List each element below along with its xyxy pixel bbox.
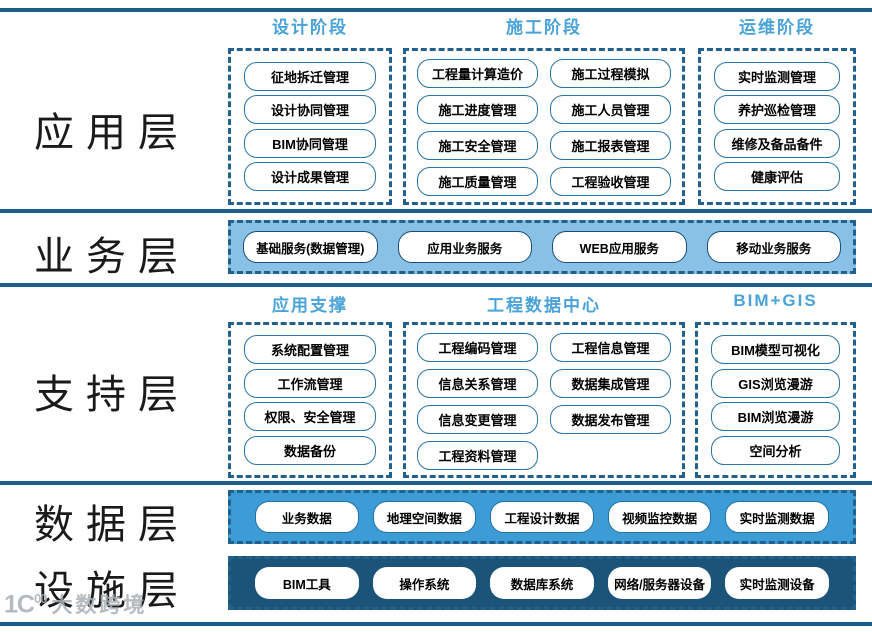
separator-line-top xyxy=(0,8,872,12)
module-box: 设计成果管理 xyxy=(244,162,376,192)
service-box: 移动业务服务 xyxy=(706,231,841,263)
watermark-logo-icon: 1C00 xyxy=(4,590,47,619)
group-bim-gis: BIM模型可视化 GIS浏览漫游 BIM浏览漫游 空间分析 xyxy=(695,322,856,478)
data-box: 业务数据 xyxy=(255,501,359,533)
layer-label-data: 数据层 xyxy=(34,502,190,547)
header-app-support: 应用支撑 xyxy=(272,296,348,315)
group-data-center: 工程编码管理 工程信息管理 信息关系管理 数据集成管理 信息变更管理 数据发布管… xyxy=(403,322,685,478)
module-box: 施工人员管理 xyxy=(550,95,671,124)
layer-label-support: 支持层 xyxy=(34,372,190,417)
module-box: 实时监测管理 xyxy=(714,61,840,91)
group-construction-phase: 工程量计算造价 施工过程模拟 施工进度管理 施工人员管理 施工安全管理 施工报表… xyxy=(403,48,685,205)
group-design-phase: 征地拆迁管理 设计协同管理 BIM协同管理 设计成果管理 xyxy=(228,48,392,205)
group-om-phase: 实时监测管理 养护巡检管理 维修及备品备件 健康评估 xyxy=(698,48,856,205)
module-box: 系统配置管理 xyxy=(244,335,376,365)
layer-label-facility: 设施层 xyxy=(34,568,190,613)
module-box: 维修及备品备件 xyxy=(714,128,840,158)
module-box: GIS浏览漫游 xyxy=(711,368,840,398)
data-box: 视频监控数据 xyxy=(607,501,712,533)
band-facility-layer: BIM工具 操作系统 数据库系统 网络/服务器设备 实时监测设备 xyxy=(228,556,856,610)
module-box: 数据备份 xyxy=(244,435,376,465)
header-construction-phase: 施工阶段 xyxy=(506,18,582,37)
module-box: 施工进度管理 xyxy=(417,95,538,124)
service-box: 基础服务(数据管理) xyxy=(243,231,378,263)
layer-label-business: 业务层 xyxy=(34,234,190,279)
module-box: 工程量计算造价 xyxy=(417,59,538,88)
module-box: 施工过程模拟 xyxy=(550,59,671,88)
band-data-layer: 业务数据 地理空间数据 工程设计数据 视频监控数据 实时监测数据 xyxy=(228,490,856,544)
separator-line-business-support xyxy=(0,283,872,287)
header-om-phase: 运维阶段 xyxy=(739,18,815,37)
module-box: 工作流管理 xyxy=(244,368,376,398)
service-box: WEB应用服务 xyxy=(552,231,687,263)
module-box: 工程信息管理 xyxy=(550,333,671,362)
module-box: 信息变更管理 xyxy=(417,405,538,434)
facility-box: 操作系统 xyxy=(372,567,477,599)
header-data-center: 工程数据中心 xyxy=(487,296,601,315)
module-box: 工程资料管理 xyxy=(417,441,538,470)
separator-line-bottom xyxy=(0,622,872,626)
module-box: 权限、安全管理 xyxy=(244,402,376,432)
data-box: 地理空间数据 xyxy=(372,501,477,533)
layer-label-application: 应用层 xyxy=(34,110,190,155)
module-box: 空间分析 xyxy=(711,435,840,465)
module-box: BIM模型可视化 xyxy=(711,335,840,365)
group-app-support: 系统配置管理 工作流管理 权限、安全管理 数据备份 xyxy=(228,322,392,478)
module-box: 健康评估 xyxy=(714,162,840,192)
module-box: 信息关系管理 xyxy=(417,369,538,398)
facility-box: BIM工具 xyxy=(255,567,359,599)
module-box: 数据发布管理 xyxy=(550,405,671,434)
data-box: 实时监测数据 xyxy=(725,501,829,533)
separator-line-app-business xyxy=(0,209,872,213)
separator-line-support-data xyxy=(0,481,872,485)
module-box: BIM浏览漫游 xyxy=(711,402,840,432)
module-box: 施工报表管理 xyxy=(550,131,671,160)
header-design-phase: 设计阶段 xyxy=(272,18,348,37)
module-box: 工程编码管理 xyxy=(417,333,538,362)
module-box: 征地拆迁管理 xyxy=(244,61,376,91)
band-business-layer: 基础服务(数据管理) 应用业务服务 WEB应用服务 移动业务服务 xyxy=(228,220,856,274)
module-box: 养护巡检管理 xyxy=(714,95,840,125)
module-box: 数据集成管理 xyxy=(550,369,671,398)
watermark: 1C00 大数跨境 xyxy=(4,592,147,617)
header-bim-gis: BIM+GIS xyxy=(733,291,818,310)
module-box: 施工质量管理 xyxy=(417,167,538,196)
facility-box: 网络/服务器设备 xyxy=(607,567,712,599)
module-box: BIM协同管理 xyxy=(244,128,376,158)
module-box: 工程验收管理 xyxy=(550,167,671,196)
service-box: 应用业务服务 xyxy=(397,231,532,263)
facility-box: 实时监测设备 xyxy=(725,567,829,599)
module-box: 设计协同管理 xyxy=(244,95,376,125)
data-box: 工程设计数据 xyxy=(490,501,594,533)
module-box: 施工安全管理 xyxy=(417,131,538,160)
facility-box: 数据库系统 xyxy=(490,567,594,599)
watermark-text: 大数跨境 xyxy=(51,594,148,618)
